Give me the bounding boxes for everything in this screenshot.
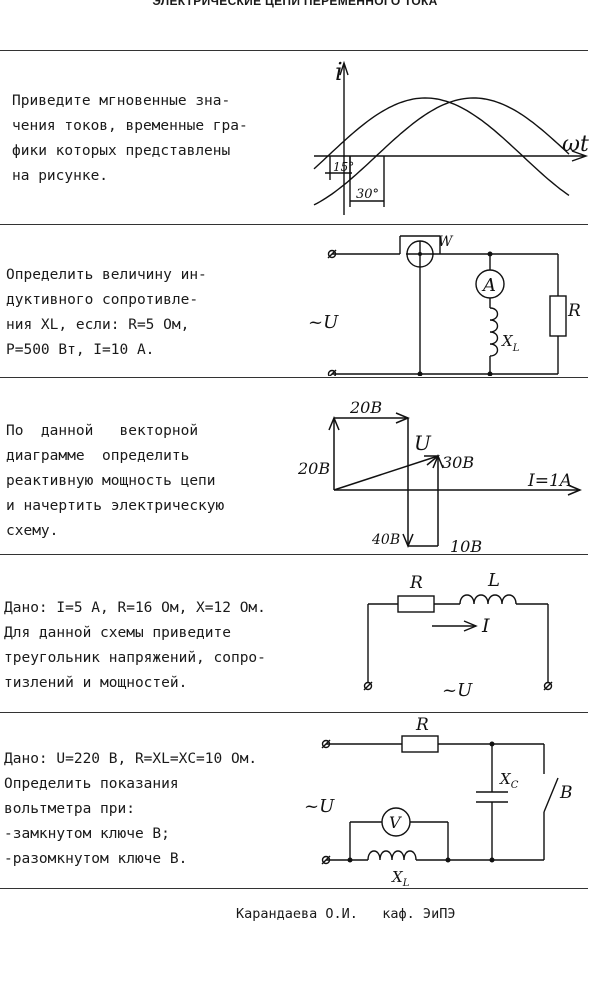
page-title: ЭЛЕКТРИЧЕСКИЕ ЦЕПИ ПЕРЕМЕННОГО ТОКА" [152,0,444,8]
task-line: P=500 Вт, I=10 А. [6,342,155,358]
task-line: -замкнутом ключе В; [4,826,170,842]
source-label: ~U [308,312,339,333]
task-line: на рисунке. [12,168,109,184]
source-label: ~U [442,680,473,701]
task-5-text: Дано: U=220 В, R=XL=XC=10 Ом. Определить … [4,722,257,897]
vector-label-10: 10В [450,537,482,552]
inductor [459,594,517,605]
divider [0,50,588,51]
vector-label-top: 20В [349,398,382,417]
inductor-label: XL [391,868,410,888]
task-line: треугольник напряжений, сопро- [4,650,266,666]
task-line: схему. [6,523,59,539]
vector-diagram-figure: 20В 20В U 30В I=1A 40В 10В [297,398,582,552]
inductor [489,307,499,357]
current-label: I [481,615,490,637]
vector-label-left: 20В [297,459,330,478]
task-line: Дано: I=5 А, R=16 Ом, X=12 Ом. [4,600,266,616]
task-line: Приведите мгновенные зна- [12,93,231,109]
resistor-label: R [409,573,423,593]
capacitor-label: XC [499,770,519,791]
vector-label-30: 30В [442,453,474,472]
x-axis-label: ωt [562,132,589,157]
task-line: По данной векторной [6,423,199,439]
task-line: чения токов, временные гра- [12,118,248,134]
task-line: диаграмме определить [6,448,190,464]
task-line: Дано: U=220 В, R=XL=XC=10 Ом. [4,751,258,767]
resistor-label: R [567,301,581,321]
ammeter-label: A [481,275,496,296]
resistor-label: R [415,715,429,735]
y-axis-label: i [335,58,343,86]
switch [543,777,559,813]
switch-label: B [559,783,573,803]
source-label: ~U [304,796,335,817]
y-arrow [339,60,349,76]
resistor [549,295,567,337]
voltmeter-label: V [389,813,402,832]
footer-author: Карандаева О.И. каф. ЭиПЭ [236,906,456,922]
task-line: Определить величину ин- [6,267,207,283]
circuit-5-figure: R XC B V XL ~U [304,715,573,888]
divider [0,554,588,555]
inductor-label: L [487,570,500,591]
current-wave-1 [313,97,570,196]
divider [0,377,588,378]
task-1-text: Приведите мгновенные зна-чения токов, вр… [12,64,248,214]
x-arrow [571,150,589,162]
task-line: вольтметра при: [4,801,135,817]
task-3-text: По данной векторной диаграмме определить р… [6,394,224,569]
angle-15-label: 15° [333,160,354,174]
vector-label-u: U [414,431,432,455]
task-line: ния XL, если: R=5 Ом, [6,317,190,333]
task-line: Определить показания [4,776,179,792]
sine-waves-figure: i ωt 15° 30° [313,58,589,215]
task-line: и начертить электрическую [6,498,225,514]
circuit-2-figure: W A ~U R XL [308,234,581,376]
task-line: Для данной схемы приведите [4,625,231,641]
resistor [401,735,439,753]
angle-30-label: 30° [356,187,379,202]
task-line: дуктивного сопротивле- [6,292,199,308]
vector-label-40: 40В [371,532,400,548]
task-2-text: Определить величину ин-дуктивного сопрот… [6,238,207,388]
circuit-4-figure: R L I ~U [363,570,553,701]
current-wave-2 [313,97,570,206]
task-line: реактивную мощность цепи [6,473,216,489]
inductor-label: XL [501,332,520,354]
resistor [397,595,435,613]
divider [0,712,588,713]
task-line: тизлений и мощностей. [4,675,188,691]
task-line: -разомкнутом ключе В. [4,851,188,867]
divider [0,888,588,889]
current-vector-label: I=1A [527,471,572,491]
inductor [367,850,417,861]
task-4-text: Дано: I=5 А, R=16 Ом, X=12 Ом. Для данной… [4,571,266,721]
task-line: фики которых представлены [12,143,231,159]
divider [0,224,588,225]
wattmeter-label: W [438,234,454,250]
